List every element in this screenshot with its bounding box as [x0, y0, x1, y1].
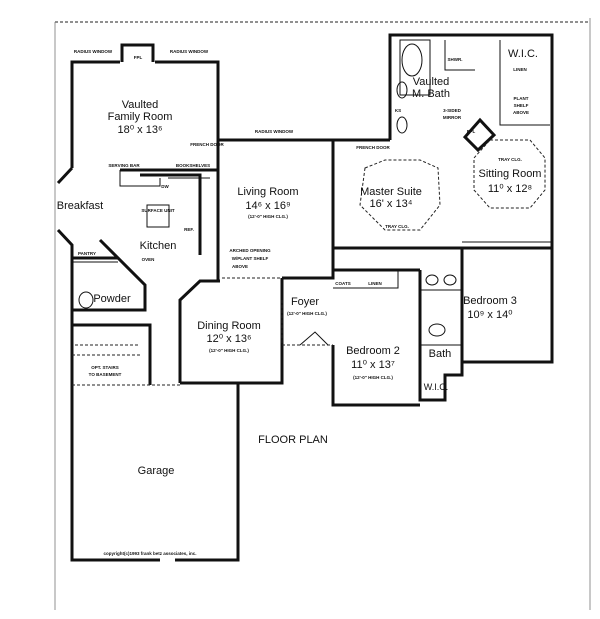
family-room-label: Vaulted — [122, 99, 159, 111]
living-room-dims: 14⁶ x 16⁹ — [245, 200, 290, 212]
plant-shelf-note: SHELF — [514, 103, 529, 108]
bedroom-2-dims: 11⁰ x 13⁷ — [351, 359, 395, 371]
wic-label: W.I.C. — [424, 382, 449, 392]
family-room-label: Family Room — [108, 111, 173, 123]
master-bath-label: M. Bath — [412, 88, 450, 100]
master-bath-label: Vaulted — [413, 76, 450, 88]
garage-label: Garage — [138, 465, 175, 477]
room-labels: RADIUS WINDOW RADIUS WINDOW FPL Vaulted … — [57, 48, 542, 556]
linen-note: LINEN — [368, 281, 382, 286]
stairs-note: OPT. STAIRS — [91, 365, 118, 370]
tray-ceiling-note: TRAY CLG. — [498, 157, 522, 162]
serving-bar-note: SERVING BAR — [108, 163, 140, 168]
foyer-label: Foyer — [291, 296, 319, 308]
ref-note: REF. — [184, 227, 194, 232]
walls — [56, 33, 554, 562]
plant-shelf-note: ABOVE — [513, 110, 529, 115]
master-wic-label: W.I.C. — [508, 48, 538, 60]
shower-note: SHWR. — [448, 57, 463, 62]
copyright-text: copyright(c)1993 frank betz associates, … — [103, 551, 196, 556]
radius-window-note: RADIUS WINDOW — [255, 129, 294, 134]
floor-plan-title: FLOOR PLAN — [258, 434, 328, 446]
dining-room-label: Dining Room — [197, 320, 261, 332]
powder-label: Powder — [93, 293, 131, 305]
pantry-note: PANTRY — [78, 251, 96, 256]
family-room-dims: 18⁰ x 13⁶ — [117, 124, 162, 136]
fireplace-note: FPL — [467, 129, 476, 134]
mirror-note: MIRROR — [443, 115, 462, 120]
dimension-lines — [54, 18, 591, 610]
ks-note: KS — [395, 108, 401, 113]
bookshelves-note: BOOKSHELVES — [176, 163, 210, 168]
fireplace-note: FPL — [134, 55, 143, 60]
sitting-room-dims: 11⁰ x 12⁸ — [488, 183, 532, 195]
plant-shelf-note: PLANT — [514, 96, 529, 101]
dining-room-dims: 12⁰ x 13⁶ — [206, 333, 251, 345]
foyer-ceiling: (12'-0" HIGH CLG.) — [287, 311, 327, 316]
oven-note: OVEN — [142, 257, 155, 262]
bedroom-2-label: Bedroom 2 — [346, 345, 400, 357]
french-door-note: FRENCH DOOR — [356, 145, 390, 150]
sitting-room-label: Sitting Room — [479, 168, 542, 180]
kitchen-label: Kitchen — [140, 240, 177, 252]
breakfast-label: Breakfast — [57, 200, 103, 212]
master-suite-dims: 16' x 13⁴ — [370, 198, 413, 210]
dining-room-ceiling: (12'-0" HIGH CLG.) — [209, 348, 249, 353]
living-room-ceiling: (12'-0" HIGH CLG.) — [248, 214, 288, 219]
radius-window-note: RADIUS WINDOW — [74, 49, 113, 54]
master-suite-label: Master Suite — [360, 186, 422, 198]
tray-ceiling-note: TRAY CLG. — [385, 224, 409, 229]
mirror-note: 3-SIDED — [443, 108, 462, 113]
arched-opening-note: ABOVE — [232, 264, 248, 269]
bedroom-3-label: Bedroom 3 — [463, 295, 517, 307]
bath-label: Bath — [429, 348, 452, 360]
arched-opening-note: W/PLANT SHELF — [232, 256, 269, 261]
linen-note: LINEN — [513, 67, 527, 72]
living-room-label: Living Room — [237, 186, 298, 198]
bedroom-3-dims: 10⁹ x 14⁰ — [467, 309, 513, 321]
arched-opening-note: ARCHED OPENING — [229, 248, 271, 253]
radius-window-note: RADIUS WINDOW — [170, 49, 209, 54]
french-door-note: FRENCH DOOR — [190, 142, 224, 147]
surface-unit-note: SURFACE UNIT — [141, 208, 175, 213]
stairs-note: TO BASEMENT — [89, 372, 122, 377]
coats-note: COATS — [335, 281, 350, 286]
dishwasher-note: DW — [161, 184, 169, 189]
bedroom-2-ceiling: (12'-0" HIGH CLG.) — [353, 375, 393, 380]
